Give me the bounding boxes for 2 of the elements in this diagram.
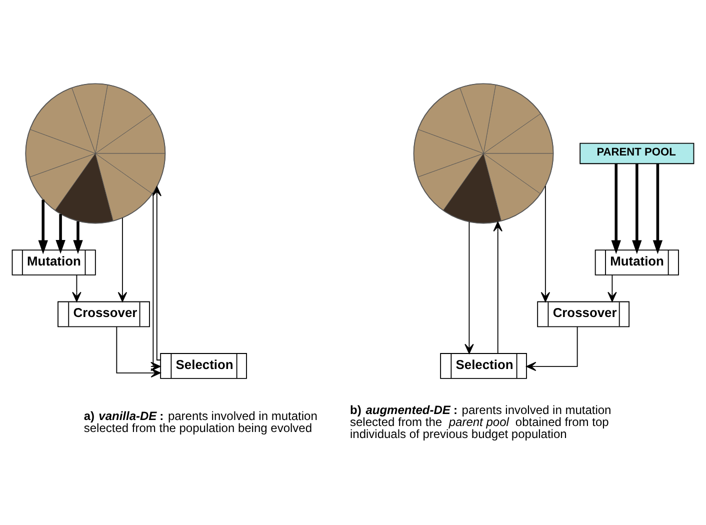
label: a) vanilla-DE: parents involved in mutation selected from the population being evolved bbox=[84, 408, 318, 435]
label: b) augmented-DE: parents involved in mutation selected from the parent pool obtained from top individuals of previous budget population bbox=[350, 402, 612, 441]
